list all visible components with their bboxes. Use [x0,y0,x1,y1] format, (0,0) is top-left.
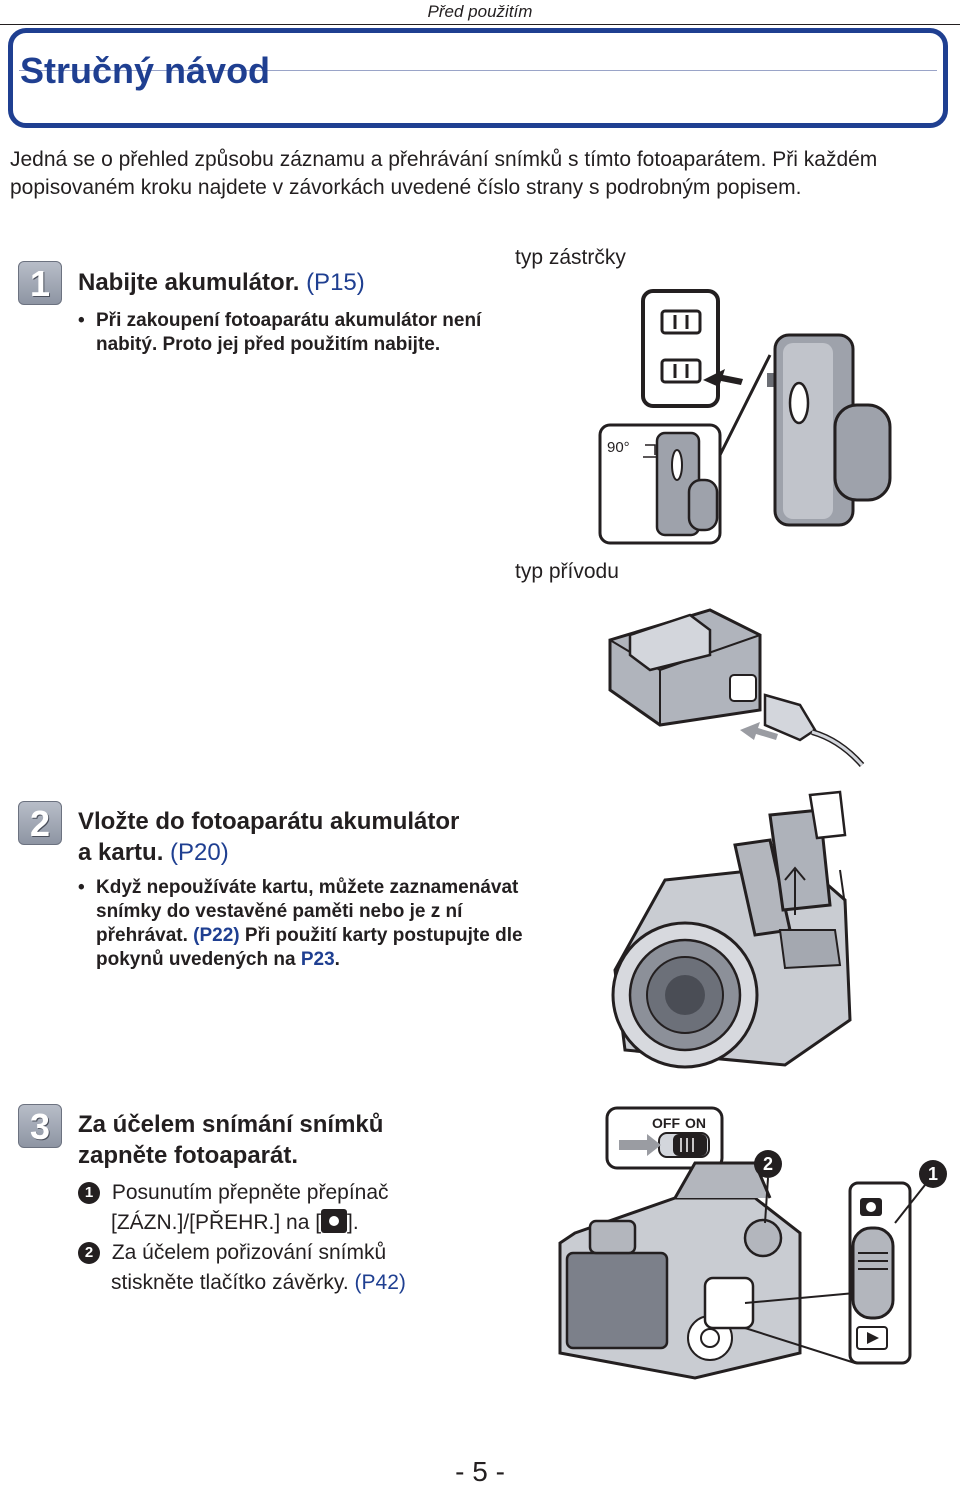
step-3-badge: 3 [18,1104,62,1148]
header-rule [0,24,960,25]
step-1-bullet: Při zakoupení fotoaparátu akumulátor nen… [78,309,526,357]
power-switch-illustration: OFF ON 2 1 [558,1106,947,1380]
step-2-bullet-ref1[interactable]: (P22) [193,925,240,946]
title-box [8,28,948,128]
angle-label: 90° [607,439,630,456]
step-2-title: Vložte do fotoaparátu akumulátor a kartu… [78,806,538,868]
switch-off-label: OFF [652,1115,680,1131]
substep-2-number: 2 [78,1242,100,1264]
charger-cord-illustration [608,608,865,767]
substep-2-text-b: stiskněte tlačítko závěrky. [111,1271,349,1294]
record-mode-icon [321,1209,348,1233]
step-2-bullet: Když nepoužíváte kartu, můžete zaznamená… [78,876,536,972]
step-1-title-text: Nabijte akumulátor. [78,269,300,296]
switch-on-label: ON [685,1115,706,1131]
substep-2-page-ref[interactable]: (P42) [354,1271,406,1294]
callout-1-label: 1 [928,1164,938,1184]
step-2-bullet-end: . [334,949,340,970]
step-2-title-line2: a kartu. [78,839,164,866]
step-2-title-line1: Vložte do fotoaparátu akumulátor [78,808,460,835]
callout-2-label: 2 [763,1154,773,1174]
substep-1-text-b: [ZÁZN.]/[PŘEHR.] na [ [111,1211,322,1234]
step-2-bullet-ref2[interactable]: P23 [300,949,335,970]
step-3-substep-2: 2 Za účelem pořizování snímků stiskněte … [78,1238,518,1298]
substep-1-text-a: Posunutím přepněte přepínač [111,1181,389,1204]
step-2-page-ref[interactable]: (P20) [170,839,229,866]
step-2-bullet-part2: Při použití karty postupujte dle pokynů … [96,925,523,970]
running-head: Před použitím [427,2,533,21]
title-box-rule [19,70,937,71]
cord-type-caption: typ přívodu [515,560,619,583]
battery-card-insertion-illustration [611,790,852,1069]
step-1-page-ref[interactable]: (P15) [306,269,365,296]
page-number: - 5 - [455,1456,505,1487]
step-2-badge: 2 [18,801,62,845]
step-2-bullet-part1: Když nepoužíváte kartu, můžete zaznamená… [96,877,519,946]
charger-plug-illustration: 90° [598,289,892,545]
page-title: Stručný návod [20,50,271,91]
plug-type-caption: typ zástrčky [515,246,626,269]
step-3-title: Za účelem snímání snímků zapněte fotoapa… [78,1109,518,1171]
intro-paragraph: Jedná se o přehled způsobu záznamu a pře… [10,148,878,199]
step-3-title-line1: Za účelem snímání snímků [78,1111,384,1138]
substep-2-text-a: Za účelem pořizování snímků [111,1241,387,1264]
step-1-title: Nabijte akumulátor. (P15) [78,267,365,298]
substep-1-text-c: ]. [347,1211,359,1234]
step-3-substep-1: 1 Posunutím přepněte přepínač [ZÁZN.]/[P… [78,1178,518,1238]
substep-1-number: 1 [78,1182,100,1204]
step-3-title-line2: zapněte fotoaparát. [78,1142,299,1169]
step-1-badge: 1 [18,261,62,305]
